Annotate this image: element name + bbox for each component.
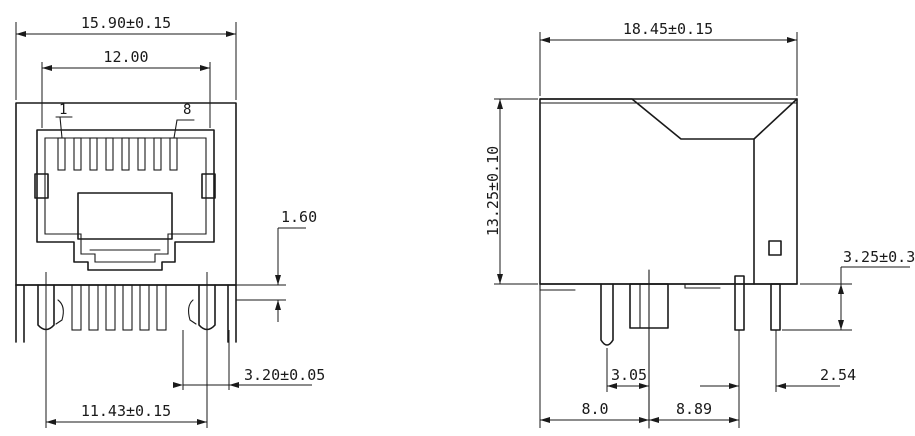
dim-arrow <box>200 65 210 71</box>
bottom-lead <box>122 284 133 331</box>
dim-arrow <box>173 382 183 388</box>
left-peg-clip <box>55 299 64 325</box>
overall-height-label: 13.25±0.10 <box>484 146 502 236</box>
left-side-tab <box>34 173 49 199</box>
bottom-lead <box>71 284 82 331</box>
pin-length-label: 3.25±0.30 <box>843 248 915 266</box>
dim-arrow <box>649 417 659 423</box>
contact-finger <box>73 137 82 171</box>
side-pin <box>770 283 781 331</box>
peg-spacing-label: 11.43±0.15 <box>81 402 171 420</box>
peg-offset-label: 8.0 <box>581 400 608 418</box>
dim-arrow <box>16 31 26 37</box>
bottom-lead <box>156 284 167 331</box>
contact-finger <box>121 137 130 171</box>
overall-width-label: 15.90±0.15 <box>81 14 171 32</box>
right-peg-clip <box>187 299 197 325</box>
dim-arrow <box>787 37 797 43</box>
pin8-label: 8 <box>183 102 191 118</box>
pin1-label: 1 <box>59 102 67 118</box>
side-standoff <box>539 283 576 291</box>
dim-arrow <box>607 383 617 389</box>
dim-arrow <box>776 383 786 389</box>
dim-arrow <box>42 65 52 71</box>
right-side-tab <box>201 173 216 199</box>
pin-pitch-label: 2.54 <box>820 366 856 384</box>
dim-arrow <box>226 31 236 37</box>
dim-arrow <box>729 383 739 389</box>
contact-span-label: 12.00 <box>103 48 148 66</box>
dim-arrow <box>497 99 503 109</box>
dim-arrow <box>540 37 550 43</box>
side-shield-peg <box>600 283 614 346</box>
dim-arrow <box>838 320 844 330</box>
contact-fingers <box>57 137 178 171</box>
bottom-lead <box>139 284 150 331</box>
front-opening-inner <box>44 137 207 263</box>
side-standoff-right <box>684 283 721 289</box>
dim-arrow <box>275 275 281 285</box>
contact-finger <box>169 137 178 171</box>
pin1-leader <box>59 116 63 139</box>
contact-finger <box>105 137 114 171</box>
standoff-height-label: 1.60 <box>281 208 317 226</box>
contact-finger <box>153 137 162 171</box>
latch-block <box>77 192 173 240</box>
side-top-chamfer <box>539 98 798 140</box>
contact-finger <box>89 137 98 171</box>
contact-finger <box>137 137 146 171</box>
bottom-lead <box>105 284 116 331</box>
dim-arrow <box>275 300 281 310</box>
side-indicator-window <box>768 240 782 256</box>
overall-depth-label: 18.45±0.15 <box>623 20 713 38</box>
dim-arrow <box>639 383 649 389</box>
contact-finger <box>57 137 66 171</box>
dim-arrow <box>838 284 844 294</box>
pin-row-offset-label: 8.89 <box>676 400 712 418</box>
peg-diameter-label: 3.20±0.05 <box>244 366 325 384</box>
bottom-lead <box>88 284 99 331</box>
dim-arrow <box>497 274 503 284</box>
side-housing-outline <box>539 98 798 285</box>
dim-arrow <box>229 382 239 388</box>
dim-arrow <box>46 419 56 425</box>
dim-arrow <box>197 419 207 425</box>
front-view: 1 8 15.90±0.15 <box>15 14 325 428</box>
bottom-leads <box>71 284 167 331</box>
side-view: 18.45±0.15 13.25±0.10 3.25±0.30 3.05 8.0 <box>484 20 915 429</box>
dim-arrow <box>639 417 649 423</box>
dim-arrow <box>729 417 739 423</box>
dim-arrow <box>540 417 550 423</box>
front-opening-outline <box>36 129 215 271</box>
peg-width-label: 3.05 <box>611 366 647 384</box>
pin8-leader <box>173 119 178 139</box>
